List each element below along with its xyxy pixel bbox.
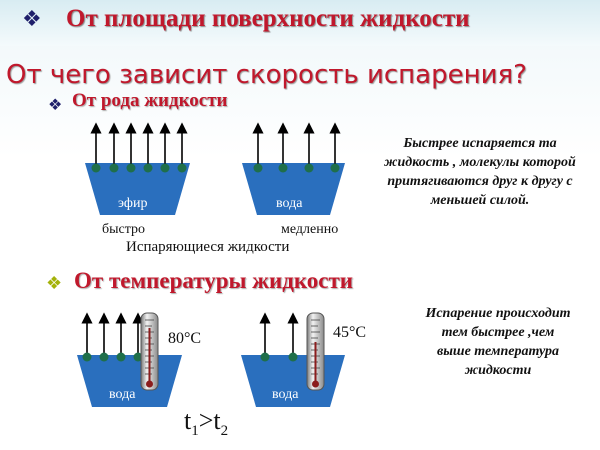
hot-water-evaporation-arrows	[81, 312, 144, 357]
diamond-bullet-icon: ❖	[46, 273, 63, 293]
section-heading-temperature: От температуры жидкости	[74, 268, 354, 293]
title-band	[0, 0, 600, 46]
speed-fast-label: быстро	[102, 222, 146, 237]
slide-title: От площади поверхности жидкости	[66, 5, 470, 32]
note-temperature: Испарение происходит тем быстрее ,чем вы…	[425, 306, 571, 378]
beaker-ether	[85, 122, 190, 215]
ineq-sub1: 1	[191, 423, 199, 440]
thermometer-icon	[306, 312, 325, 391]
temperature-inequality: t1>t2	[184, 406, 228, 440]
water-molecules	[253, 163, 340, 173]
ineq-t2: t	[213, 406, 221, 435]
beaker-water-1-liquid	[242, 163, 345, 215]
beaker-water-1	[242, 122, 345, 215]
diagram-caption: Испаряющиеся жидкости	[126, 239, 290, 255]
beaker-hot-water	[77, 312, 182, 407]
ineq-gt: >	[198, 406, 214, 435]
ineq-sub2: 2	[220, 423, 229, 440]
water-label: вода	[276, 196, 303, 211]
beaker-ether-liquid	[85, 163, 190, 215]
hot-water-label: вода	[109, 387, 136, 402]
ether-evaporation-arrows	[90, 122, 188, 166]
temperature-hot-label: 80°С	[168, 330, 202, 347]
diamond-bullet-icon: ❖	[48, 97, 63, 114]
slide-subtitle: От чего зависит скорость испарения?	[6, 60, 527, 90]
note-liquid-type: Быстрее испаряется та жидкость , молекул…	[384, 136, 576, 208]
thermometer-icon	[140, 312, 159, 391]
speed-slow-label: медленно	[281, 222, 339, 237]
warm-water-evaporation-arrows	[259, 312, 299, 357]
section-heading-liquid-type: От рода жидкости	[72, 90, 228, 111]
ether-molecules	[91, 163, 187, 173]
warm-water-label: вода	[272, 387, 299, 402]
ineq-t1: t	[184, 406, 192, 435]
hot-water-molecules	[82, 352, 143, 362]
ether-label: эфир	[118, 196, 148, 211]
water-evaporation-arrows	[252, 122, 341, 166]
diamond-bullet-icon: ❖	[22, 6, 42, 31]
beaker-warm-water	[241, 312, 345, 407]
temperature-warm-label: 45°С	[333, 324, 367, 341]
warm-water-molecules	[260, 352, 298, 362]
